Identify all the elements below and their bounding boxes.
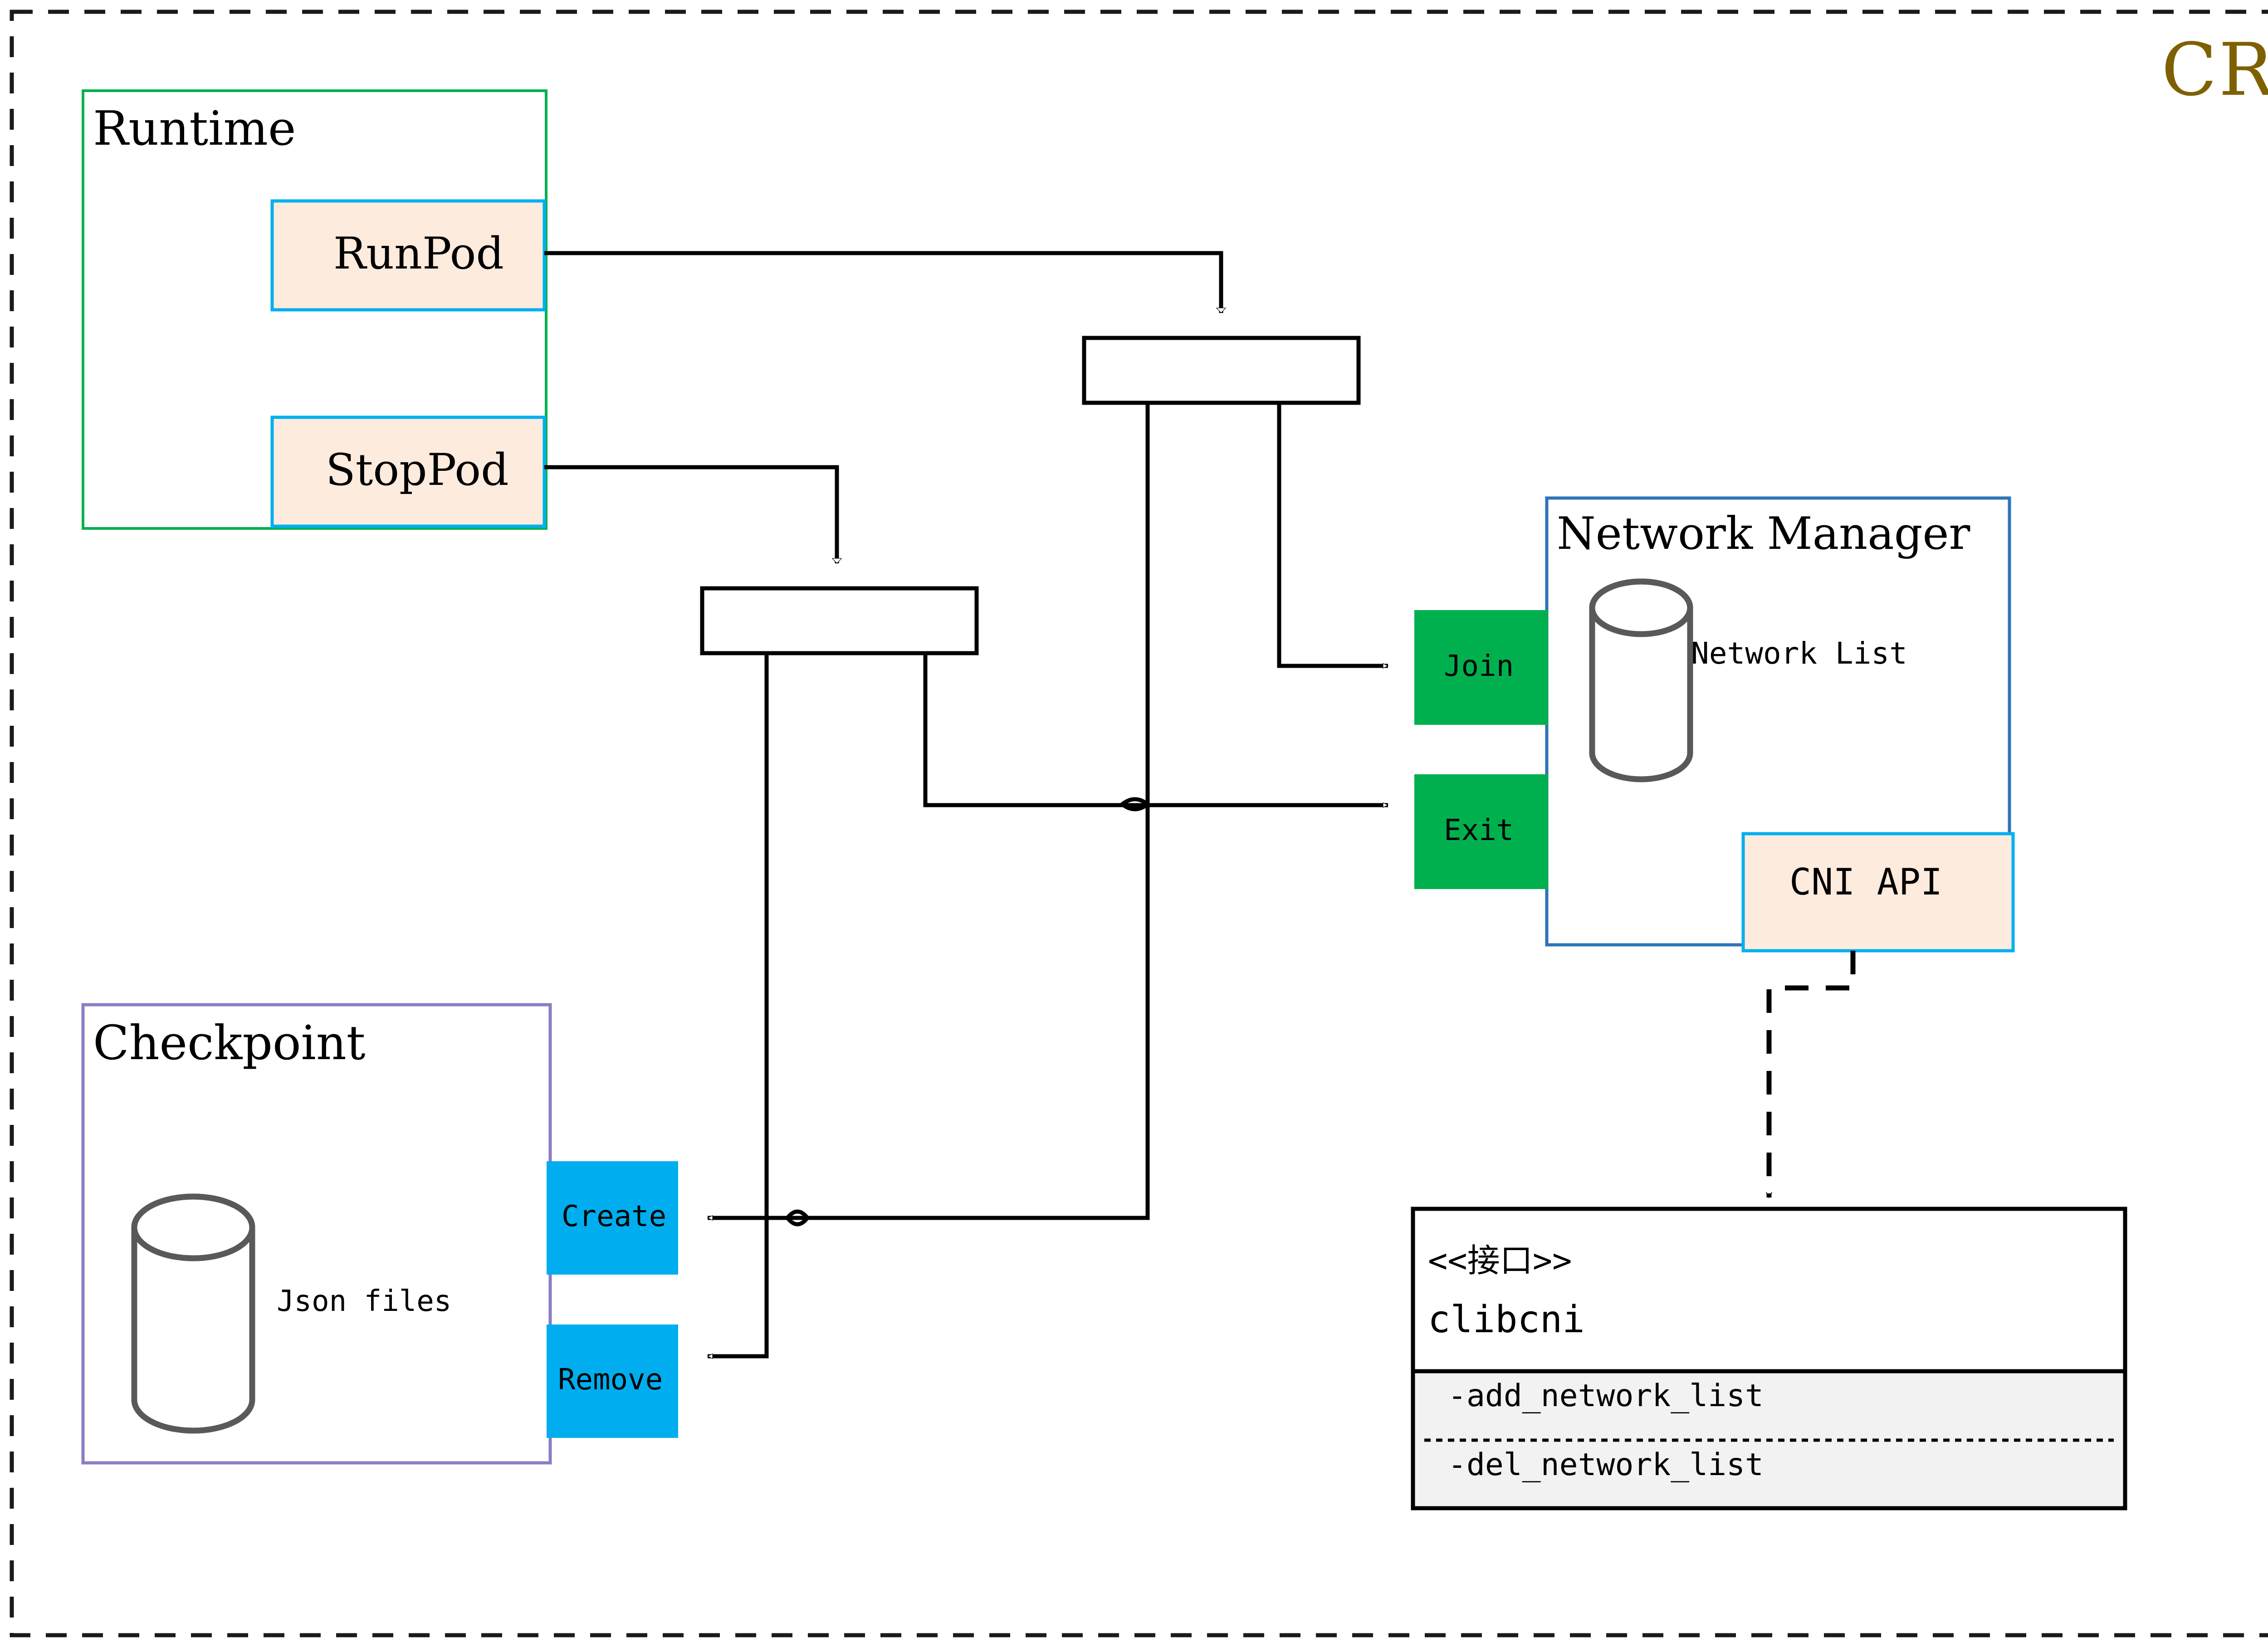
exit-port-label[interactable]: Exit (1444, 814, 1514, 847)
edge-fork-top-to-join (1277, 403, 1388, 666)
join-port-box (1414, 610, 1548, 725)
cni-api-label[interactable]: CNI API (1789, 861, 1943, 903)
diagram-title: CRI (2161, 27, 2268, 112)
edge-fork-bottom-to-exit (923, 653, 1388, 805)
runtime-group-label: Runtime (93, 101, 296, 156)
stoppod-box (270, 415, 546, 528)
cni-api-box (1741, 832, 2015, 953)
create-port-box (547, 1161, 678, 1275)
clibcni-stereotype: <<接口>> (1428, 1241, 1572, 1280)
exit-port-box (1414, 774, 1548, 889)
stoppod-label[interactable]: StopPod (326, 445, 509, 495)
checkpoint-group-box (81, 1003, 552, 1465)
clibcni-member-add: -add_network_list (1448, 1378, 1764, 1414)
edge-fork-top-to-create (708, 403, 1150, 1227)
network-list-store-label: Network List (1691, 636, 1907, 671)
networklist-database-cylinder-icon (1589, 578, 1693, 782)
runpod-box (270, 199, 546, 312)
outer-frame (10, 10, 2268, 1637)
fork-bar-bottom (700, 586, 979, 655)
checkpoint-database-cylinder-icon (131, 1193, 255, 1434)
fork-bar-top (1082, 336, 1361, 405)
remove-port-label[interactable]: Remove (558, 1363, 663, 1397)
clibcni-name: clibcni (1428, 1298, 1585, 1341)
edge-runpod-to-fork-top (544, 251, 1221, 313)
edge-cniapi-to-clibcni (1769, 951, 1856, 1197)
edge-fork-bottom-to-remove (708, 653, 769, 1356)
network-manager-group-label: Network Manager (1557, 508, 1970, 560)
runpod-label[interactable]: RunPod (333, 228, 504, 279)
remove-port-box (547, 1324, 678, 1438)
edge-stoppod-to-fork-bottom (544, 465, 837, 563)
join-port-label[interactable]: Join (1444, 650, 1514, 683)
checkpoint-group-label: Checkpoint (93, 1015, 366, 1070)
create-port-label[interactable]: Create (562, 1200, 667, 1233)
checkpoint-store-label: Json files (277, 1285, 452, 1318)
clibcni-member-del: -del_network_list (1448, 1447, 1764, 1483)
